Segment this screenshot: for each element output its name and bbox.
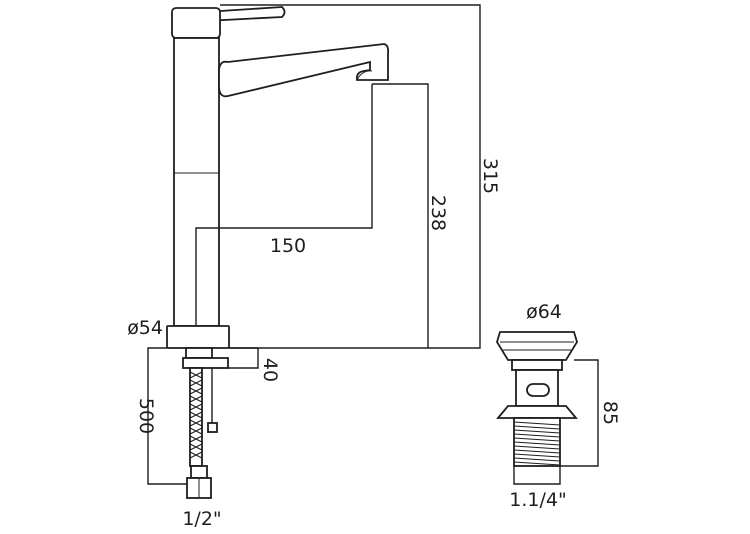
waste-height-label: 85 (599, 401, 621, 425)
waste-outline (496, 331, 578, 467)
tap-dimensions (147, 4, 481, 485)
waste-flange (496, 405, 578, 419)
connection-size-label: 1/2" (182, 508, 221, 530)
tap-shank (185, 347, 213, 359)
tap-cap (171, 7, 221, 39)
outlet-height-label: 238 (427, 195, 449, 231)
hose-length-label: 500 (135, 398, 157, 434)
deck-thickness-label: 40 (259, 358, 281, 382)
waste-stem (511, 359, 563, 371)
base-diameter-label: ø54 (127, 317, 163, 339)
waste-cap (496, 331, 578, 361)
tap-height-label: 315 (479, 158, 501, 194)
waste-dimensions (513, 359, 599, 485)
tap-outline (166, 6, 390, 499)
waste-diameter-label: ø64 (526, 301, 562, 323)
overflow-slot (526, 383, 550, 397)
tap-spout (218, 43, 390, 98)
waste-thread-label: 1.1/4" (509, 489, 566, 511)
reach-label: 150 (270, 235, 306, 257)
tap-lever (204, 6, 286, 22)
hose-connector (190, 465, 208, 479)
tap-base (166, 325, 230, 349)
